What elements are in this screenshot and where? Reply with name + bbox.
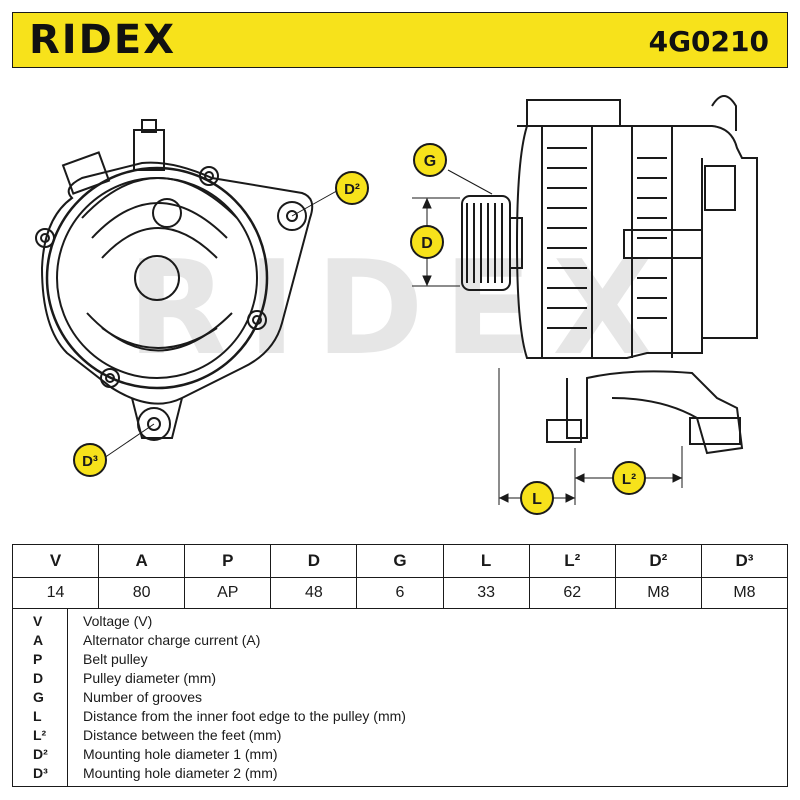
spec-value: AP — [184, 577, 272, 609]
legend-symbol: L — [33, 708, 42, 724]
legend-symbol: P — [33, 651, 43, 667]
legend-item: D² Mounting hole diameter 1 (mm) — [13, 746, 789, 764]
spec-value: 14 — [11, 577, 100, 609]
callout-g-label: G — [424, 153, 436, 170]
legend-symbol: A — [33, 632, 44, 648]
legend: V Voltage (V) A Alternator charge curren… — [12, 609, 788, 787]
legend-item: L² Distance between the feet (mm) — [13, 727, 789, 745]
alternator-rear-view — [35, 119, 314, 441]
watermark: RIDEX — [127, 232, 672, 384]
callout-l2-label: L² — [622, 471, 636, 488]
spec-header: D² — [614, 544, 702, 578]
legend-item: D Pulley diameter (mm) — [13, 670, 789, 688]
spec-value: 62 — [528, 577, 616, 609]
spec-header-row: V A P D G L L² D² D³ — [11, 544, 789, 578]
legend-description: Number of grooves — [83, 689, 203, 705]
spec-value: 48 — [270, 577, 358, 609]
d3-leader — [103, 423, 155, 459]
legend-description: Distance from the inner foot edge to the… — [83, 708, 406, 724]
callout-d3-label: D³ — [82, 453, 98, 470]
spec-value: 6 — [356, 577, 444, 609]
header-bar: RIDEX 4G0210 — [12, 12, 788, 68]
spec-value-row: 14 80 AP 48 6 33 62 M8 M8 — [11, 577, 789, 609]
legend-symbol: V — [33, 613, 43, 629]
callout-d2: D² — [335, 171, 369, 205]
legend-divider — [67, 609, 68, 786]
legend-description: Mounting hole diameter 2 (mm) — [83, 765, 278, 781]
spec-header: A — [98, 544, 186, 578]
spec-header: V — [11, 544, 100, 578]
legend-symbol: D³ — [33, 765, 48, 781]
spec-header: G — [356, 544, 444, 578]
brand-logo: RIDEX — [29, 17, 177, 63]
legend-description: Pulley diameter (mm) — [83, 670, 217, 686]
spec-header: L — [442, 544, 530, 578]
spec-header: D³ — [700, 544, 789, 578]
alternator-side-view — [461, 95, 758, 455]
callout-g: G — [413, 143, 447, 177]
callout-d3: D³ — [73, 443, 107, 477]
legend-description: Belt pulley — [83, 651, 148, 667]
legend-item: V Voltage (V) — [13, 613, 789, 631]
callout-l: L — [520, 481, 554, 515]
spec-value: M8 — [614, 577, 702, 609]
callout-d2-label: D² — [344, 181, 360, 198]
spec-value: 33 — [442, 577, 530, 609]
technical-drawing: RIDEX — [35, 95, 758, 515]
callout-d: D — [410, 225, 444, 259]
legend-item: L Distance from the inner foot edge to t… — [13, 708, 789, 726]
legend-symbol: D² — [33, 746, 48, 762]
legend-symbol: G — [33, 689, 44, 705]
d2-leader — [291, 187, 343, 217]
spec-header: P — [184, 544, 272, 578]
legend-item: G Number of grooves — [13, 689, 789, 707]
legend-symbol: L² — [33, 727, 47, 743]
legend-description: Distance between the feet (mm) — [83, 727, 282, 743]
legend-description: Voltage (V) — [83, 613, 153, 629]
callout-l-label: L — [532, 491, 542, 508]
spec-header: D — [270, 544, 358, 578]
spec-header: L² — [528, 544, 616, 578]
legend-description: Alternator charge current (A) — [83, 632, 261, 648]
legend-item: A Alternator charge current (A) — [13, 632, 789, 650]
legend-item: P Belt pulley — [13, 651, 789, 669]
legend-description: Mounting hole diameter 1 (mm) — [83, 746, 278, 762]
spec-value: 80 — [98, 577, 186, 609]
legend-symbol: D — [33, 670, 44, 686]
spec-value: M8 — [700, 577, 789, 609]
callout-d-label: D — [421, 235, 433, 252]
callout-l2: L² — [612, 461, 646, 495]
part-number: 4G0210 — [648, 25, 769, 58]
spec-table: V A P D G L L² D² D³ 14 80 AP 48 6 33 62… — [11, 544, 789, 609]
legend-item: D³ Mounting hole diameter 2 (mm) — [13, 765, 789, 783]
